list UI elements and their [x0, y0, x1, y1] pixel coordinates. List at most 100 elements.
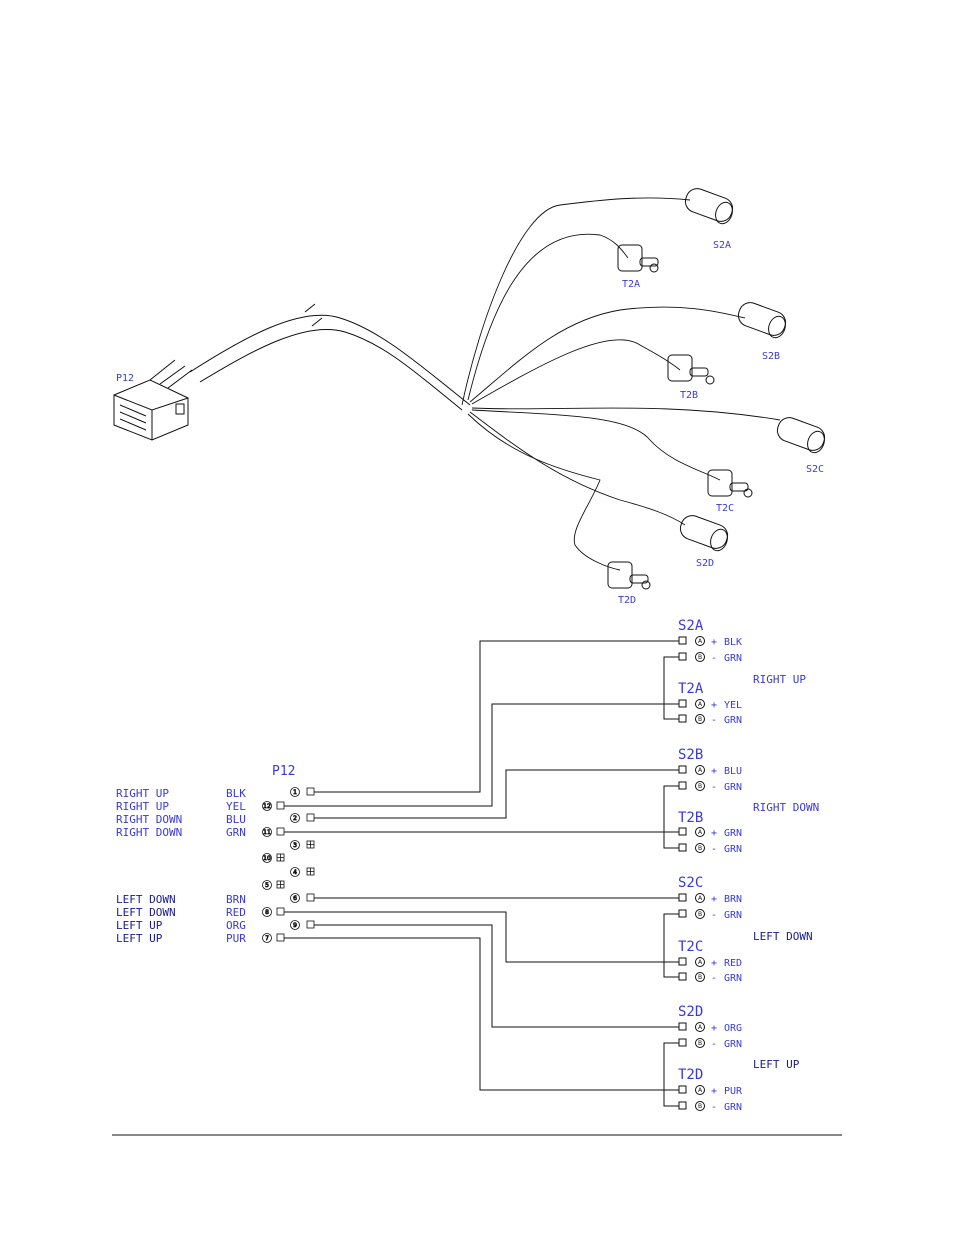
svg-text:GRN: GRN	[724, 1039, 742, 1050]
group-label-right-up: RIGHT UP	[753, 673, 806, 686]
harness-branches	[461, 197, 781, 571]
callout-t2b: T2B	[680, 390, 698, 401]
svg-text:+: +	[711, 766, 717, 777]
wire-blu	[314, 769, 679, 819]
group-left-down: S2C A+BRN B-GRN LEFT DOWN T2C A+RED B-GR…	[678, 875, 813, 984]
connector-pin-row: B -GRN	[678, 972, 742, 984]
group-left-up: S2D A+ORG B-GRN LEFT UP T2D A+PUR B-GRN	[678, 1004, 800, 1113]
svg-text:A: A	[698, 829, 703, 836]
ground-tie	[663, 785, 679, 849]
svg-text:-: -	[711, 973, 717, 984]
svg-text:+: +	[711, 700, 717, 711]
svg-text:-: -	[711, 844, 717, 855]
callout-s2c: S2C	[806, 464, 824, 475]
svg-text:B: B	[698, 654, 702, 661]
callout-s2a: S2A	[713, 240, 731, 251]
svg-text:2: 2	[293, 815, 297, 822]
wire-blk	[314, 640, 679, 793]
svg-text:PUR: PUR	[724, 1086, 743, 1097]
t2b-title: T2B	[678, 810, 703, 826]
svg-text:RIGHT UP: RIGHT UP	[116, 787, 169, 800]
svg-text:PUR: PUR	[226, 932, 246, 945]
callout-s2b: S2B	[762, 351, 780, 362]
svg-text:BLU: BLU	[724, 766, 742, 777]
svg-text:A: A	[698, 701, 703, 708]
svg-text:+: +	[711, 1023, 717, 1034]
svg-text:A: A	[698, 638, 703, 645]
svg-text:B: B	[698, 974, 702, 981]
svg-text:+: +	[711, 894, 717, 905]
svg-text:11: 11	[263, 829, 271, 836]
connector-pin-row: A + YEL	[678, 699, 742, 711]
svg-text:LEFT DOWN: LEFT DOWN	[116, 906, 176, 919]
left-label-row: LEFT UP PUR	[116, 932, 246, 945]
svg-text:BLK: BLK	[226, 787, 246, 800]
svg-text:B: B	[698, 716, 702, 723]
svg-text:LEFT UP: LEFT UP	[116, 932, 163, 945]
svg-text:BLU: BLU	[226, 813, 246, 826]
connector-pin-row: A+GRN	[678, 827, 742, 839]
svg-text:4: 4	[293, 869, 297, 876]
svg-text:GRN: GRN	[724, 653, 742, 664]
connector-pin-row: A + BLU	[678, 765, 742, 777]
t2a-connector	[617, 244, 659, 273]
harness-illustration: P12 S2A T2A	[113, 188, 826, 606]
t2c-title: T2C	[678, 939, 703, 955]
t2b-connector	[667, 354, 715, 385]
svg-text:3: 3	[293, 842, 297, 849]
connector-pin-row: B-GRN	[678, 714, 742, 726]
svg-text:-: -	[711, 715, 717, 726]
svg-text:B: B	[698, 845, 702, 852]
svg-text:GRN: GRN	[724, 973, 742, 984]
s2a-title: S2A	[678, 618, 704, 634]
svg-text:+: +	[711, 1086, 717, 1097]
svg-text:BRN: BRN	[724, 894, 742, 905]
group-label-right-down: RIGHT DOWN	[753, 801, 819, 814]
svg-text:BRN: BRN	[226, 893, 246, 906]
harness-callouts: S2A T2A S2B T2B S2C T2C S2D T2D	[618, 240, 824, 606]
t2d-title: T2D	[678, 1067, 703, 1083]
svg-text:GRN: GRN	[724, 1102, 742, 1113]
connector-pin-row: A+ORG	[678, 1022, 742, 1034]
svg-text:A: A	[698, 895, 703, 902]
svg-text:A: A	[698, 959, 703, 966]
svg-text:LEFT UP: LEFT UP	[116, 919, 163, 932]
svg-text:A: A	[698, 1087, 703, 1094]
connector-pin-row: A + PUR	[678, 1085, 743, 1097]
connector-pin-row: B-GRN	[678, 909, 742, 921]
connector-pin-row: A + BRN	[678, 893, 742, 905]
t2a-title: T2A	[678, 681, 704, 697]
callout-t2d: T2D	[618, 595, 636, 606]
callout-t2c: T2C	[716, 503, 734, 514]
svg-text:A: A	[698, 767, 703, 774]
svg-text:B: B	[698, 1103, 702, 1110]
svg-text:ORG: ORG	[724, 1023, 742, 1034]
left-label-row: RIGHT UP BLK	[116, 787, 246, 800]
callout-t2a: T2A	[622, 279, 640, 290]
svg-text:GRN: GRN	[226, 826, 246, 839]
s2c-title: S2C	[678, 875, 703, 891]
svg-text:-: -	[711, 1039, 717, 1050]
harness-trunk	[189, 303, 471, 411]
svg-text:BLK: BLK	[724, 637, 742, 648]
svg-text:GRN: GRN	[724, 828, 742, 839]
svg-text:1: 1	[293, 789, 297, 796]
svg-text:YEL: YEL	[226, 800, 246, 813]
group-label-left-up: LEFT UP	[753, 1058, 800, 1071]
svg-text:-: -	[711, 910, 717, 921]
svg-text:-: -	[711, 782, 717, 793]
svg-text:YEL: YEL	[724, 700, 742, 711]
p12-title: P12	[272, 764, 295, 779]
ground-tie	[663, 1042, 679, 1107]
svg-text:9: 9	[293, 922, 297, 929]
svg-text:5: 5	[265, 882, 269, 889]
p12-connector	[113, 359, 193, 441]
